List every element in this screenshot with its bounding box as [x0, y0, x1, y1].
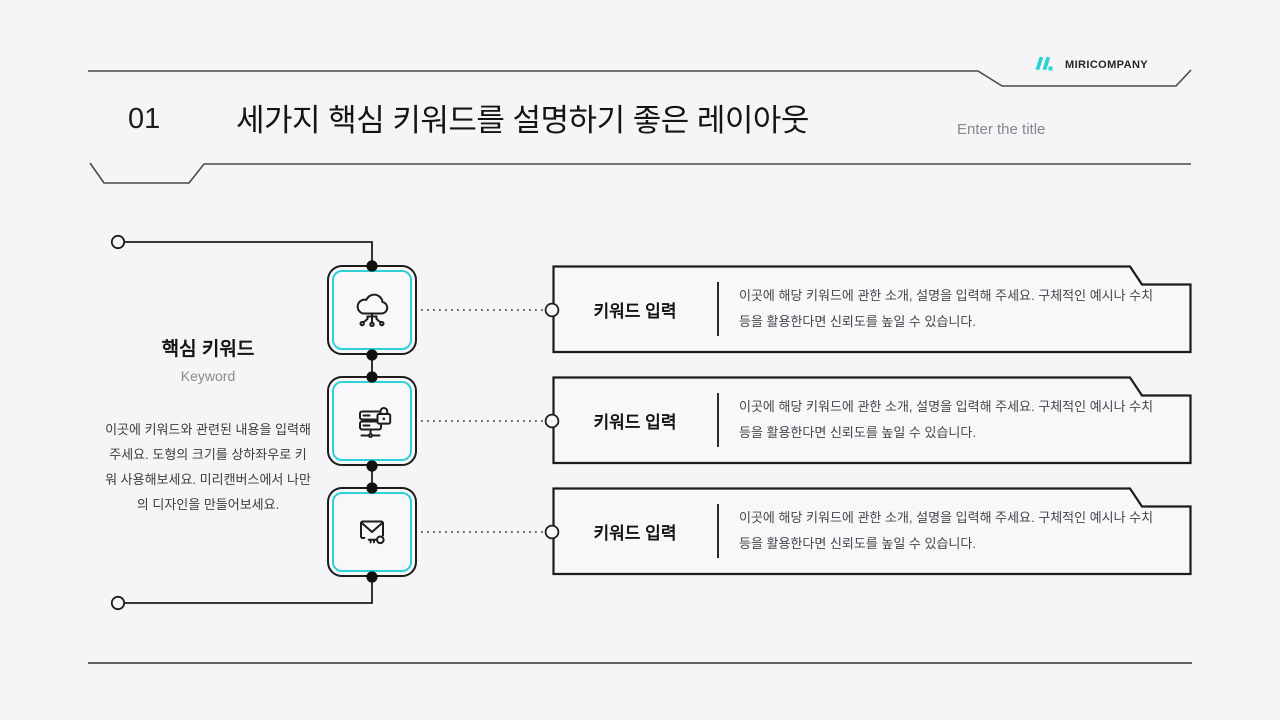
cloud-network-icon — [332, 270, 412, 350]
title-placeholder: Enter the title — [957, 121, 1046, 138]
divider — [717, 282, 719, 336]
keyword-card-2: 키워드 입력 이곳에 해당 키워드에 관한 소개, 설명을 입력해 주세요. 구… — [552, 376, 1192, 465]
keyword-title-2: 키워드 입력 — [593, 412, 677, 432]
keyword-description-2: 이곳에 해당 키워드에 관한 소개, 설명을 입력해 주세요. 구체적인 예시나… — [739, 399, 1154, 440]
secure-server-icon — [332, 381, 412, 461]
page-title: 세가지 핵심 키워드를 설명하기 좋은 레이아웃 — [236, 103, 809, 138]
left-panel: 핵심 키워드 Keyword 이곳에 키워드와 관련된 내용을 입력해주세요. … — [104, 334, 312, 517]
slide-number: 01 — [128, 103, 161, 135]
divider — [717, 393, 719, 447]
keyword-icon-box-3 — [327, 487, 417, 577]
keyword-icon-box-1 — [327, 265, 417, 355]
brand-logo: MIRICOMPANY — [1033, 56, 1148, 74]
miricompany-logo-icon — [1033, 56, 1057, 74]
brand-name: MIRICOMPANY — [1065, 59, 1149, 71]
keyword-card-1: 키워드 입력 이곳에 해당 키워드에 관한 소개, 설명을 입력해 주세요. 구… — [552, 265, 1192, 354]
keyword-description-3: 이곳에 해당 키워드에 관한 소개, 설명을 입력해 주세요. 구체적인 예시나… — [739, 510, 1154, 551]
divider — [717, 504, 719, 558]
secure-mail-icon — [332, 492, 412, 572]
keyword-title-1: 키워드 입력 — [593, 301, 677, 321]
keyword-title-3: 키워드 입력 — [593, 523, 677, 543]
keyword-description-1: 이곳에 해당 키워드에 관한 소개, 설명을 입력해 주세요. 구체적인 예시나… — [739, 288, 1154, 329]
left-panel-title: 핵심 키워드 — [161, 339, 255, 360]
left-panel-subtitle: Keyword — [180, 368, 236, 384]
left-panel-description: 이곳에 키워드와 관련된 내용을 입력해주세요. 도형의 크기를 상하좌우로 키… — [105, 422, 311, 512]
keyword-card-3: 키워드 입력 이곳에 해당 키워드에 관한 소개, 설명을 입력해 주세요. 구… — [552, 487, 1192, 576]
keyword-icon-box-2 — [327, 376, 417, 466]
